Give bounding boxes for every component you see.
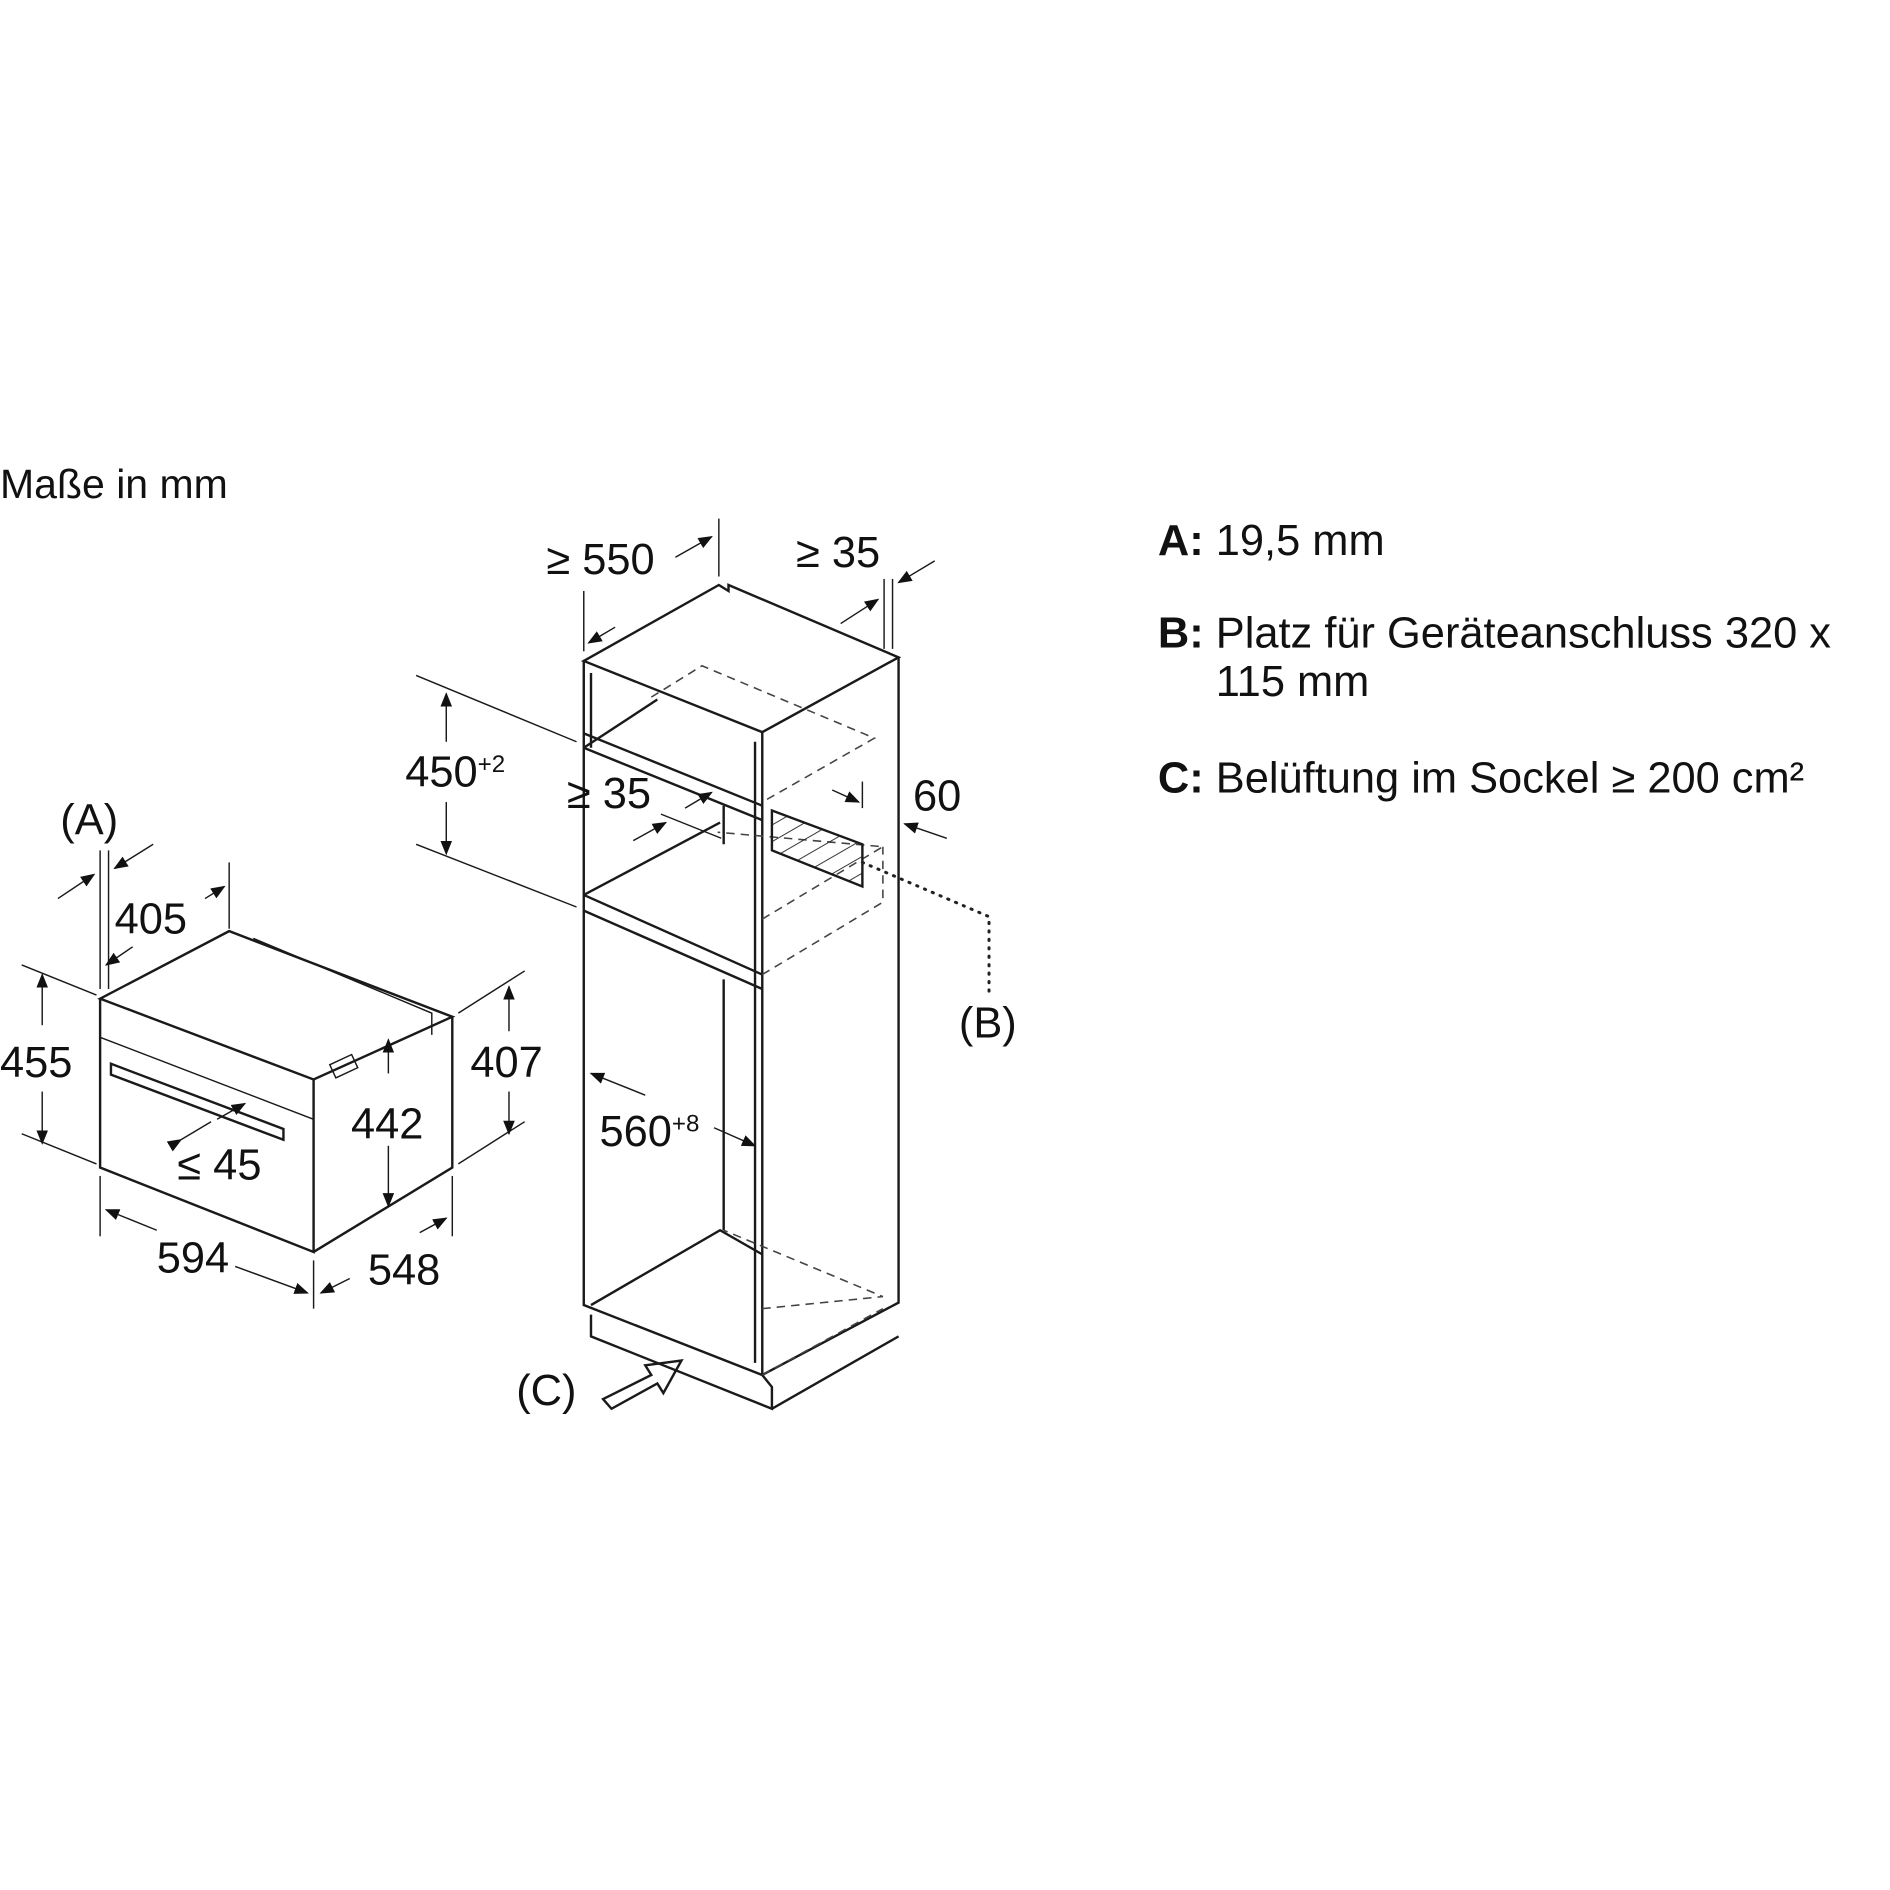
legend: A: 19,5 mm B: Platz für Geräteanschluss … [1158,517,1831,803]
dim-le45: ≤ 45 [177,1142,261,1190]
legend-text-b: Platz für Geräteanschluss 320 x [1216,610,1832,658]
legend-text-c: Belüftung im Sockel ≥ 200 cm² [1216,754,1804,802]
legend-text-a: 19,5 mm [1216,517,1385,565]
dim-455: 455 [0,1039,72,1087]
dim-450: 450+2 [405,748,505,796]
dim-60: 60 [913,773,961,821]
dim-A-marker: (A) [60,797,118,845]
oven-drawing [21,843,526,1309]
dim-548: 548 [368,1247,440,1295]
dim-560: 560+8 [599,1108,699,1156]
marker-C: (C) [516,1367,576,1415]
units-title: Maße in mm [0,461,228,507]
dim-405: 405 [115,896,187,944]
dim-407: 407 [470,1039,542,1087]
legend-key-b: B: [1158,610,1204,658]
dim-442: 442 [351,1101,423,1149]
dim-ge550: ≥ 550 [546,536,654,584]
legend-key-c: C: [1158,754,1204,802]
marker-B: (B) [959,999,1017,1047]
cabinet-drawing [415,518,991,1411]
dim-ge35-top: ≥ 35 [796,529,880,577]
legend-key-a: A: [1158,517,1204,565]
legend-text-b2: 115 mm [1216,658,1370,706]
dim-594: 594 [157,1234,229,1282]
dim-ge35-inner: ≥ 35 [567,770,651,818]
